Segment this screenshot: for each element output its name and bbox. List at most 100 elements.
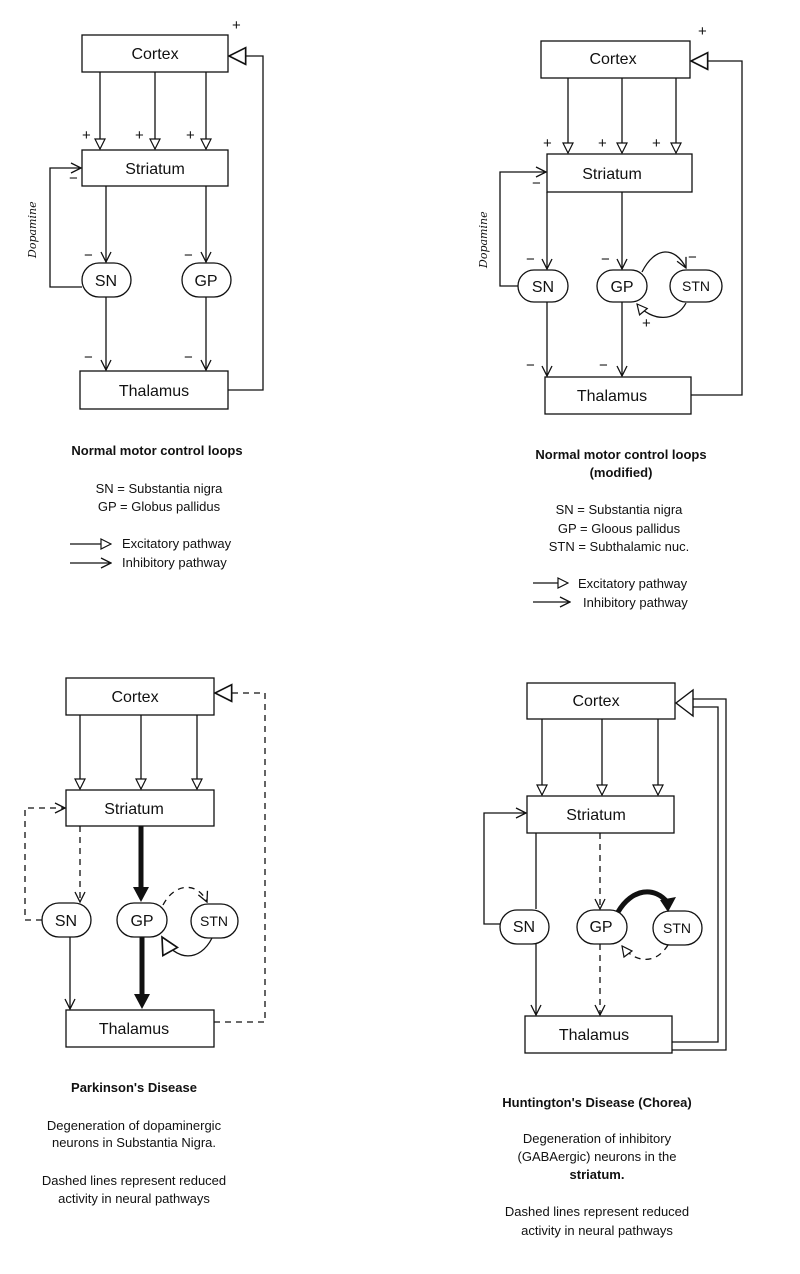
gp-label: GP bbox=[589, 919, 612, 936]
stn-node bbox=[190, 903, 239, 939]
plus-sign: + bbox=[135, 127, 144, 144]
panel2-sn-def: SN = Substantia nigra bbox=[556, 502, 684, 517]
thalamus-cortex-feedback bbox=[691, 61, 743, 396]
plus-sign: + bbox=[82, 127, 91, 144]
sn-label: SN bbox=[532, 279, 554, 296]
cortex-label: Cortex bbox=[111, 689, 158, 706]
minus-sign: − bbox=[526, 251, 535, 268]
cortex-label: Cortex bbox=[131, 46, 178, 63]
thick-arrowhead bbox=[134, 994, 150, 1009]
panel1-inhibitory: Inhibitory pathway bbox=[122, 555, 227, 570]
thalamus-label: Thalamus bbox=[99, 1021, 169, 1038]
striatum-box bbox=[65, 789, 215, 827]
minus-sign: − bbox=[184, 247, 193, 264]
thalamus-cortex-feedback bbox=[228, 56, 264, 391]
thalamus-cortex-feedback bbox=[672, 706, 719, 1043]
panel-normal-modified: Cortex Striatum SN GP STN Thalamus + + +… bbox=[477, 23, 743, 610]
stn-gp-excitatory-arc bbox=[162, 937, 213, 956]
cortex-label: Cortex bbox=[589, 51, 636, 68]
striatum-label: Striatum bbox=[566, 807, 626, 824]
plus-sign: + bbox=[598, 135, 607, 152]
panel3-desc1: Degeneration of dopaminergic bbox=[47, 1118, 222, 1133]
thalamus-box bbox=[544, 376, 692, 415]
panel3-title: Parkinson's Disease bbox=[71, 1080, 197, 1095]
sn-label: SN bbox=[55, 913, 77, 930]
striatum-label: Striatum bbox=[125, 161, 185, 178]
panel2-subtitle: (modified) bbox=[590, 465, 653, 480]
minus-sign: − bbox=[184, 349, 193, 366]
panel4-title: Huntington's Disease (Chorea) bbox=[502, 1095, 691, 1110]
minus-sign: − bbox=[532, 175, 541, 192]
stn-node bbox=[669, 269, 723, 303]
cortex-box bbox=[526, 682, 676, 720]
gp-stn-reduced-arc bbox=[162, 886, 207, 906]
panel2-title: Normal motor control loops bbox=[535, 447, 706, 462]
panel3-desc3: Dashed lines represent reduced bbox=[42, 1173, 226, 1188]
striatum-label: Striatum bbox=[582, 166, 642, 183]
dopamine-label: Dopamine bbox=[477, 211, 490, 269]
sn-node bbox=[499, 909, 550, 945]
thalamus-label: Thalamus bbox=[577, 388, 647, 405]
panel-huntingtons: Cortex Striatum SN GP STN Thalamus Hunti… bbox=[483, 682, 727, 1238]
gp-label: GP bbox=[610, 279, 633, 296]
striatum-label: Striatum bbox=[104, 801, 164, 818]
panel-parkinsons: Cortex Striatum SN GP STN Thalamus Parki… bbox=[24, 677, 266, 1206]
stn-gp-excitatory-arc bbox=[637, 302, 687, 318]
dopamine-loop bbox=[483, 813, 526, 925]
thalamus-box bbox=[65, 1009, 215, 1048]
dopamine-label: Dopamine bbox=[26, 201, 39, 259]
panel2-stn-def: STN = Subthalamic nuc. bbox=[549, 539, 690, 554]
plus-sign: + bbox=[543, 135, 552, 152]
thalamus-cortex-feedback-reduced bbox=[214, 693, 266, 1023]
gp-node bbox=[576, 909, 628, 945]
panel3-desc4: activity in neural pathways bbox=[58, 1191, 210, 1206]
plus-sign: + bbox=[232, 17, 241, 34]
minus-sign: − bbox=[601, 251, 610, 268]
gp-stn-overactive-arc bbox=[615, 889, 670, 914]
panel-normal: Cortex Striatum SN GP Thalamus + + + − −… bbox=[26, 17, 264, 570]
cortex-box bbox=[65, 677, 215, 716]
dopamine-loop bbox=[499, 172, 546, 287]
panel4-desc1: Degeneration of inhibitory bbox=[523, 1131, 672, 1146]
panel4-desc5: activity in neural pathways bbox=[521, 1223, 673, 1238]
panel2-gp-def: GP = Gloous pallidus bbox=[558, 521, 681, 536]
thalamus-label: Thalamus bbox=[119, 383, 189, 400]
dopamine-loop bbox=[49, 168, 82, 288]
stn-gp-reduced-arc bbox=[622, 944, 669, 960]
striatum-box bbox=[546, 153, 693, 193]
stn-label: STN bbox=[200, 913, 228, 929]
thalamus-label: Thalamus bbox=[559, 1027, 629, 1044]
panel2-inhibitory: Inhibitory pathway bbox=[583, 595, 688, 610]
plus-sign: + bbox=[642, 315, 651, 332]
minus-sign: − bbox=[84, 349, 93, 366]
thick-arrowhead bbox=[660, 897, 676, 912]
sn-label: SN bbox=[513, 919, 535, 936]
panel2-excitatory: Excitatory pathway bbox=[578, 576, 688, 591]
plus-sign: + bbox=[652, 135, 661, 152]
panel1-excitatory: Excitatory pathway bbox=[122, 536, 232, 551]
striatum-box bbox=[526, 795, 675, 834]
gp-label: GP bbox=[130, 913, 153, 930]
stn-label: STN bbox=[682, 278, 710, 294]
plus-sign: + bbox=[186, 127, 195, 144]
thalamus-box bbox=[524, 1015, 673, 1054]
dopamine-loop-reduced bbox=[24, 808, 65, 921]
gp-stn-inhibitory-arc bbox=[641, 251, 686, 273]
stn-label: STN bbox=[663, 920, 691, 936]
stn-node bbox=[652, 910, 703, 946]
big-excitatory-arrowhead bbox=[674, 688, 694, 718]
minus-sign: − bbox=[599, 357, 608, 374]
minus-sign: − bbox=[69, 170, 78, 187]
cortex-label: Cortex bbox=[572, 693, 619, 710]
gp-label: GP bbox=[194, 273, 217, 290]
panel4-desc2: (GABAergic) neurons in the bbox=[518, 1149, 677, 1164]
panel4-desc4: Dashed lines represent reduced bbox=[505, 1204, 689, 1219]
sn-label: SN bbox=[95, 273, 117, 290]
panel1-title: Normal motor control loops bbox=[71, 443, 242, 458]
minus-sign: − bbox=[84, 247, 93, 264]
plus-sign: + bbox=[698, 23, 707, 40]
panel1-gp-def: GP = Globus pallidus bbox=[98, 499, 221, 514]
cortex-box bbox=[81, 34, 229, 73]
minus-sign: − bbox=[688, 249, 697, 266]
